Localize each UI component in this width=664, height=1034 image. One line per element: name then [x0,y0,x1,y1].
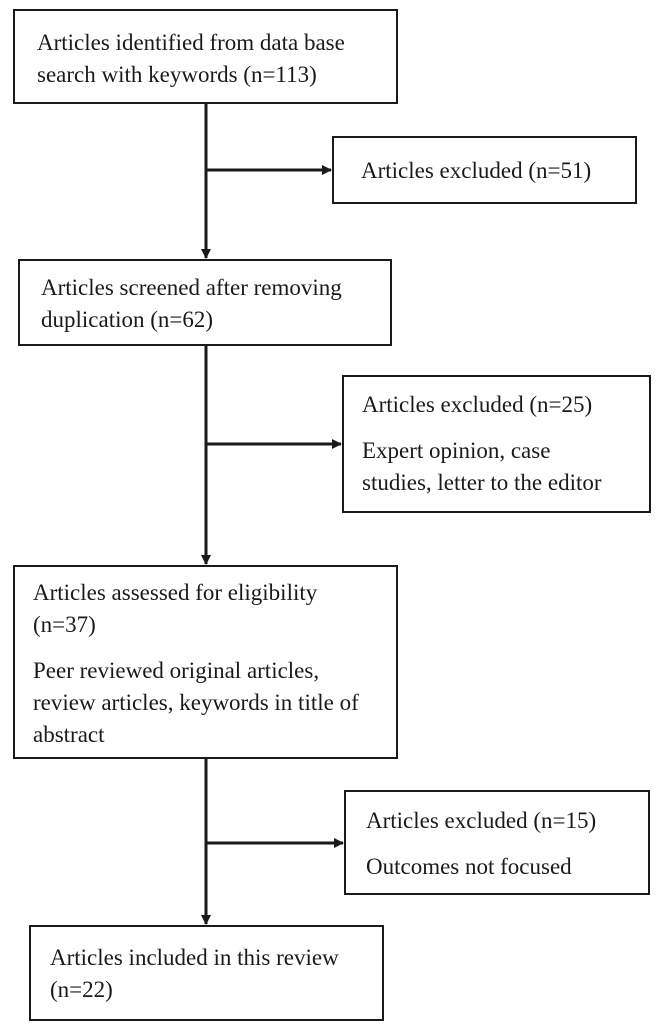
included-line-1: Articles included in this review [50,945,339,970]
eligibility-line-1: Articles assessed for eligibility [33,580,318,605]
screened-line-1: Articles screened after removing [41,275,342,300]
excluded-3-reason: Outcomes not focused [366,854,572,879]
excluded-3-title: Articles excluded (n=15) [366,808,597,833]
included-box: Articles included in this review (n=22) [29,925,384,1021]
identified-line-2: search with keywords (n=113) [37,62,317,87]
eligibility-criteria-line-1: Peer reviewed original articles, [33,658,320,683]
excluded-box-3: Articles excluded (n=15) Outcomes not fo… [344,790,650,895]
excluded-box-1: Articles excluded (n=51) [332,136,637,204]
eligibility-criteria-line-3: abstract [33,722,105,747]
excluded-2-reason-line-1: Expert opinion, case [362,438,551,463]
excluded-1-title: Articles excluded (n=51) [361,158,592,183]
eligibility-box: Articles assessed for eligibility (n=37)… [13,565,398,759]
eligibility-criteria-line-2: review articles, keywords in title of [33,690,359,715]
included-line-2: (n=22) [50,977,113,1002]
screened-box: Articles screened after removing duplica… [18,259,392,346]
excluded-2-title: Articles excluded (n=25) [362,392,593,417]
excluded-2-reason-line-2: studies, letter to the editor [362,470,602,495]
identified-box: Articles identified from data base searc… [13,9,398,104]
eligibility-line-2: (n=37) [33,612,96,637]
screened-line-2: duplication (n=62) [41,307,214,332]
identified-line-1: Articles identified from data base [37,30,345,55]
excluded-box-2: Articles excluded (n=25) Expert opinion,… [342,375,651,513]
